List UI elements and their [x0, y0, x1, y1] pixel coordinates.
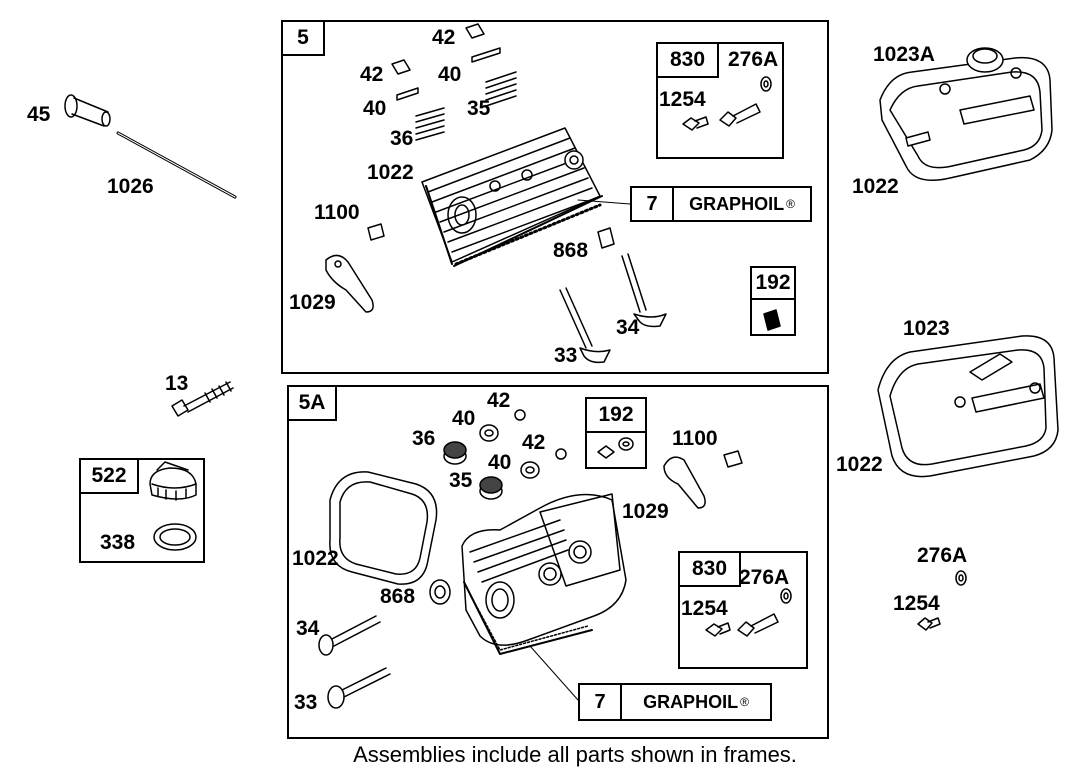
label-f5-33: 33 [554, 344, 578, 367]
frame-5a-tag: 5A [287, 385, 337, 421]
frame5-small-parts [367, 223, 781, 331]
leader-frame5a-graphoil [529, 645, 579, 701]
graphoil-text: GRAPHOIL® [689, 193, 795, 214]
label-f5-34: 34 [616, 316, 640, 339]
label-f5a-1254: 1254 [681, 597, 728, 620]
label-f5a-1022: 1022 [292, 547, 339, 570]
label-f5-35: 35 [467, 97, 491, 120]
frame5a-192-parts [597, 437, 634, 459]
label-1026: 1026 [107, 175, 154, 198]
label-f5-1022: 1022 [367, 161, 414, 184]
frame5a-cylinder-head [461, 493, 627, 655]
graphoil-box-frame5: 7 GRAPHOIL® [630, 186, 812, 222]
frame-522-tag: 522 [79, 458, 139, 494]
frame-522 [79, 458, 205, 563]
graphoil-number: 7 [580, 685, 622, 719]
label-f5-42b: 42 [360, 63, 384, 86]
frame5-valve-springs [415, 71, 517, 141]
frame-5 [281, 20, 829, 374]
frame-5-tag: 5 [281, 20, 325, 56]
frame-830-bottom-tag: 830 [678, 551, 741, 587]
label-276a-loose: 276A [917, 544, 968, 567]
label-f5a-33: 33 [294, 691, 318, 714]
label-1254-loose: 1254 [893, 592, 940, 615]
part-1023-valve-cover [877, 335, 1059, 478]
frame5a-seal-868 [429, 579, 451, 605]
label-1022-top: 1022 [852, 175, 899, 198]
graphoil-text: GRAPHOIL® [643, 691, 749, 712]
frame-830-top-tag: 830 [656, 42, 719, 78]
label-f5a-42b: 42 [522, 431, 546, 454]
label-f5-1029: 1029 [289, 291, 336, 314]
frame5a-springs-seals [443, 409, 567, 500]
frame5-valves [559, 253, 667, 364]
frame5-retainers [391, 23, 501, 101]
part-1026-push-rod [116, 131, 237, 199]
label-f5a-42a: 42 [487, 389, 511, 412]
label-1023: 1023 [903, 317, 950, 340]
frame5-screw-washer [682, 76, 772, 131]
frame5-rocker [325, 254, 374, 313]
frame5-cylinder-head [421, 127, 603, 267]
registered-mark: ® [786, 197, 795, 211]
frame5a-valves [318, 615, 391, 709]
label-f5a-40a: 40 [452, 407, 476, 430]
part-276a-washer-loose [955, 570, 967, 586]
part-338-seal [153, 523, 197, 551]
label-f5a-1100: 1100 [672, 427, 718, 450]
label-f5a-276a: 276A [739, 566, 790, 589]
label-f5-276a: 276A [728, 48, 779, 71]
label-f5a-1029: 1029 [622, 500, 669, 523]
frame-830-top [656, 42, 784, 159]
label-f5a-868: 868 [380, 585, 416, 608]
label-f5a-34: 34 [296, 617, 320, 640]
part-522-cap [149, 461, 197, 501]
frame5a-gasket [329, 471, 438, 585]
frame-830-bottom [678, 551, 808, 669]
label-45: 45 [27, 103, 51, 126]
frame-192-top-tag: 192 [750, 266, 796, 300]
label-f5-36: 36 [390, 127, 414, 150]
graphoil-number: 7 [632, 188, 674, 220]
label-f5-42a: 42 [432, 26, 456, 49]
frame5a-rocker [663, 450, 743, 509]
label-f5-40a: 40 [438, 63, 462, 86]
part-13-bolt [171, 381, 234, 417]
leader-frame5-graphoil [577, 199, 631, 205]
registered-mark: ® [740, 695, 749, 709]
frame-5a [287, 385, 829, 739]
label-1022-bottom: 1022 [836, 453, 883, 476]
frame-192-bottom-tag: 192 [585, 397, 647, 433]
part-45-guide [64, 94, 111, 127]
label-1023a: 1023A [873, 43, 935, 66]
label-f5-1254: 1254 [659, 88, 706, 111]
frame5a-screw-washer [705, 588, 792, 637]
label-f5-1100: 1100 [314, 201, 360, 224]
label-f5a-40b: 40 [488, 451, 512, 474]
graphoil-box-frame5a: 7 GRAPHOIL® [578, 683, 772, 721]
label-338: 338 [100, 531, 136, 554]
part-1023a-valve-cover [879, 47, 1053, 181]
label-f5a-36: 36 [412, 427, 436, 450]
part-1254-screw-loose [917, 617, 941, 631]
label-f5-40b: 40 [363, 97, 387, 120]
label-f5a-35: 35 [449, 469, 473, 492]
label-13: 13 [165, 372, 189, 395]
label-f5-868: 868 [553, 239, 589, 262]
diagram-caption: Assemblies include all parts shown in fr… [353, 742, 797, 767]
